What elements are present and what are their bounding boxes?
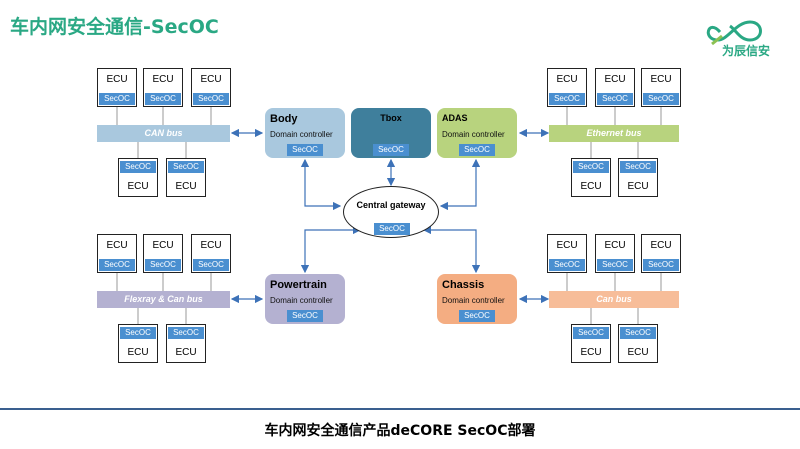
tbox-controller: Tbox SecOC [351, 108, 431, 158]
central-gateway: Central gateway SecOC [343, 186, 439, 238]
ecu-label: ECU [604, 74, 626, 85]
secoc-module: SecOC [287, 144, 323, 156]
flexray-can-bus: Flexray & Can bus [97, 291, 230, 308]
ecu-label: ECU [152, 74, 174, 85]
controller-subtitle: Domain controller [270, 296, 333, 305]
page-title: 车内网安全通信-SecOC [10, 16, 219, 38]
ecu-label: ECU [200, 74, 222, 85]
secoc-module: SecOC [597, 93, 633, 105]
secoc-module: SecOC [549, 259, 585, 271]
ecu-node: ECU SecOC [547, 234, 587, 273]
ecu-node: ECU SecOC [571, 324, 611, 363]
ecu-node: ECU SecOC [595, 234, 635, 273]
secoc-module: SecOC [193, 93, 229, 105]
secoc-module: SecOC [459, 310, 495, 322]
controller-subtitle: Domain controller [270, 130, 333, 139]
ethernet-bus: Ethernet bus [549, 125, 679, 142]
ecu-node: ECU SecOC [618, 158, 658, 197]
ecu-node: ECU SecOC [618, 324, 658, 363]
ecu-label: ECU [175, 347, 197, 358]
secoc-module: SecOC [193, 259, 229, 271]
ecu-label: ECU [152, 240, 174, 251]
ecu-label: ECU [127, 347, 149, 358]
ecu-node: ECU SecOC [118, 158, 158, 197]
ecu-node: ECU SecOC [97, 68, 137, 107]
controller-subtitle: Domain controller [442, 296, 505, 305]
ecu-label: ECU [175, 181, 197, 192]
controller-subtitle: Domain controller [442, 130, 505, 139]
ecu-node: ECU SecOC [641, 234, 681, 273]
ecu-label: ECU [627, 347, 649, 358]
ecu-label: ECU [580, 347, 602, 358]
secoc-module: SecOC [99, 259, 135, 271]
ecu-label: ECU [650, 240, 672, 251]
secoc-module: SecOC [145, 259, 181, 271]
secoc-module: SecOC [620, 327, 656, 339]
controller-name: ADAS [442, 113, 468, 123]
secoc-module: SecOC [99, 93, 135, 105]
secoc-module: SecOC [120, 161, 156, 173]
adas-domain-controller: ADAS Domain controller SecOC [437, 108, 517, 158]
secoc-module: SecOC [643, 93, 679, 105]
ecu-label: ECU [650, 74, 672, 85]
gateway-name: Central gateway [356, 200, 426, 210]
secoc-module: SecOC [459, 144, 495, 156]
ecu-label: ECU [106, 240, 128, 251]
ecu-node: ECU SecOC [143, 234, 183, 273]
chassis-can-bus: Can bus [549, 291, 679, 308]
ecu-node: ECU SecOC [595, 68, 635, 107]
ecu-node: ECU SecOC [547, 68, 587, 107]
secoc-module: SecOC [643, 259, 679, 271]
body-domain-controller: Body Domain controller SecOC [265, 108, 345, 158]
ecu-node: ECU SecOC [166, 158, 206, 197]
ecu-node: ECU SecOC [97, 234, 137, 273]
ecu-node: ECU SecOC [143, 68, 183, 107]
ecu-label: ECU [556, 74, 578, 85]
ecu-label: ECU [580, 181, 602, 192]
ecu-label: ECU [556, 240, 578, 251]
chassis-domain-controller: Chassis Domain controller SecOC [437, 274, 517, 324]
secoc-module: SecOC [120, 327, 156, 339]
controller-name: Tbox [380, 113, 402, 123]
infinity-logo-icon [706, 20, 762, 46]
secoc-module: SecOC [374, 223, 410, 235]
footer-caption: 车内网安全通信产品deCORE SecOC部署 [264, 423, 536, 439]
ecu-node: ECU SecOC [191, 234, 231, 273]
controller-name: Powertrain [270, 279, 327, 291]
logo-text: 为辰信安 [722, 44, 771, 58]
controller-name: Chassis [442, 279, 485, 291]
secoc-module: SecOC [287, 310, 323, 322]
secoc-module: SecOC [168, 161, 204, 173]
secoc-module: SecOC [549, 93, 585, 105]
secoc-module: SecOC [573, 327, 609, 339]
ecu-node: ECU SecOC [641, 68, 681, 107]
ecu-label: ECU [627, 181, 649, 192]
ecu-label: ECU [200, 240, 222, 251]
secoc-module: SecOC [573, 161, 609, 173]
secoc-module: SecOC [620, 161, 656, 173]
ecu-label: ECU [127, 181, 149, 192]
ecu-label: ECU [106, 74, 128, 85]
controller-name: Body [270, 113, 298, 125]
ecu-node: ECU SecOC [118, 324, 158, 363]
can-bus: CAN bus [97, 125, 230, 142]
secoc-module: SecOC [373, 144, 409, 156]
footer-divider [0, 408, 800, 410]
ecu-node: ECU SecOC [571, 158, 611, 197]
secoc-module: SecOC [168, 327, 204, 339]
powertrain-domain-controller: Powertrain Domain controller SecOC [265, 274, 345, 324]
secoc-module: SecOC [597, 259, 633, 271]
secoc-module: SecOC [145, 93, 181, 105]
ecu-label: ECU [604, 240, 626, 251]
ecu-node: ECU SecOC [191, 68, 231, 107]
ecu-node: ECU SecOC [166, 324, 206, 363]
